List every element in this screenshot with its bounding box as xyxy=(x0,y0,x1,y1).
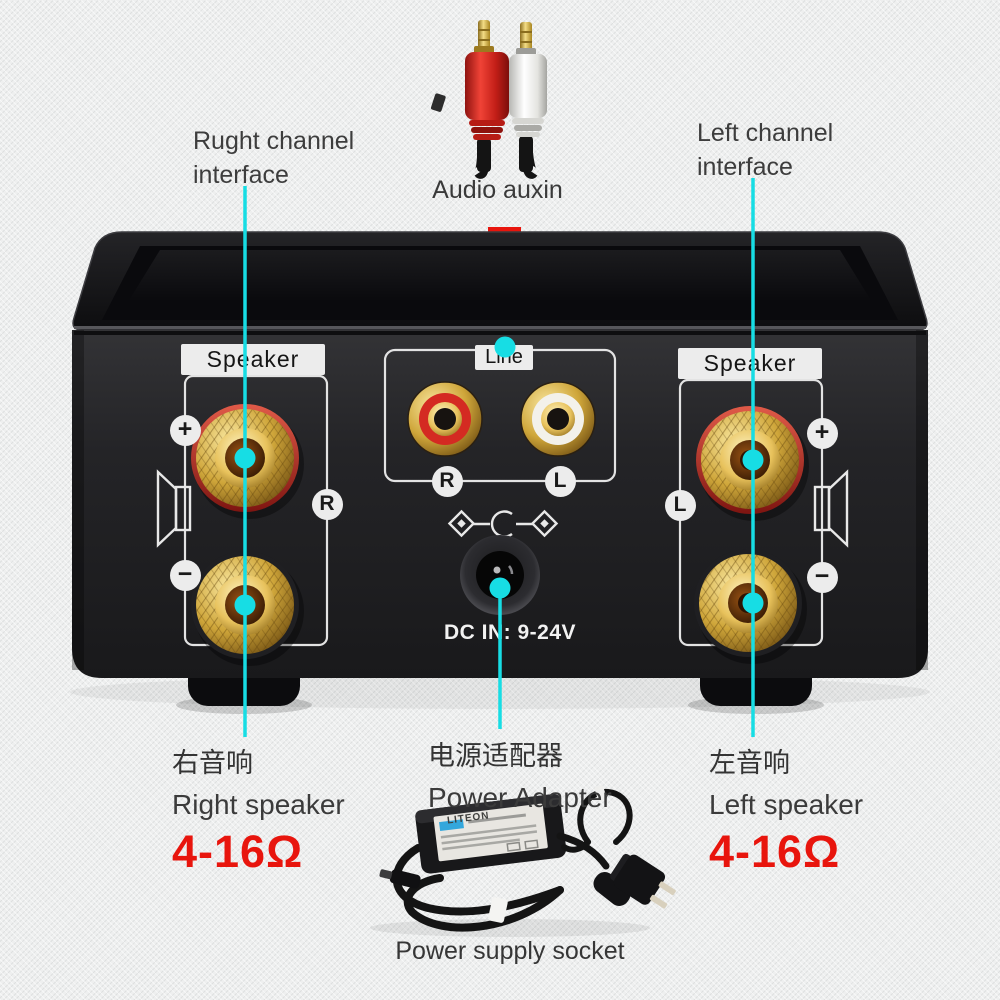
minus-badge-left: − xyxy=(169,559,201,591)
speaker-section-label-left: Speaker xyxy=(181,344,325,375)
right-speaker-legend: 右音响 Right speaker 4-16Ω xyxy=(172,741,345,878)
audio-aux-label: Audio auxin xyxy=(432,176,563,204)
rca-r-badge: R xyxy=(431,465,463,497)
left-speaker-en: Left speaker xyxy=(709,789,864,820)
rca-l-badge: L xyxy=(544,465,576,497)
right-channel-callout-label: Rught channel interface xyxy=(193,127,355,189)
speaker-section-label-right: Speaker xyxy=(678,348,822,379)
power-adapter-cn: 电源适配器 xyxy=(428,741,563,771)
plus-badge-right: + xyxy=(806,417,838,449)
plus-badge-left: + xyxy=(169,414,201,446)
channel-l-badge: L xyxy=(664,489,696,521)
power-socket-label: Power supply socket xyxy=(395,937,625,965)
left-speaker-cn: 左音响 xyxy=(709,748,790,778)
power-adapter-photo xyxy=(370,785,676,937)
speaker-icon-right xyxy=(813,469,849,548)
left-channel-callout-label: Left channel interface xyxy=(697,119,834,181)
right-speaker-en: Right speaker xyxy=(172,789,345,820)
right-speaker-impedance: 4-16Ω xyxy=(172,826,304,877)
speaker-icon-left xyxy=(156,469,192,548)
power-adapter-en: Power Adapter xyxy=(428,782,612,813)
channel-r-badge: R xyxy=(311,488,343,520)
adapter-brick xyxy=(415,793,567,874)
left-speaker-impedance: 4-16Ω xyxy=(709,826,841,877)
rca-jack-left-white xyxy=(520,381,596,457)
right-speaker-cn: 右音响 xyxy=(172,748,253,778)
rca-jack-right-red xyxy=(407,381,483,457)
left-speaker-legend: 左音响 Left speaker 4-16Ω xyxy=(709,741,863,878)
line-section-label: Line xyxy=(475,345,533,370)
dc-in-label: DC IN: 9-24V xyxy=(443,621,577,644)
dc-input-jack xyxy=(460,535,540,615)
us-plug xyxy=(610,853,676,909)
rca-aux-cable xyxy=(430,20,547,179)
power-adapter-legend: 电源适配器 Power Adapter xyxy=(428,734,612,819)
device-top-face xyxy=(72,231,928,331)
minus-badge-right: − xyxy=(806,561,838,593)
